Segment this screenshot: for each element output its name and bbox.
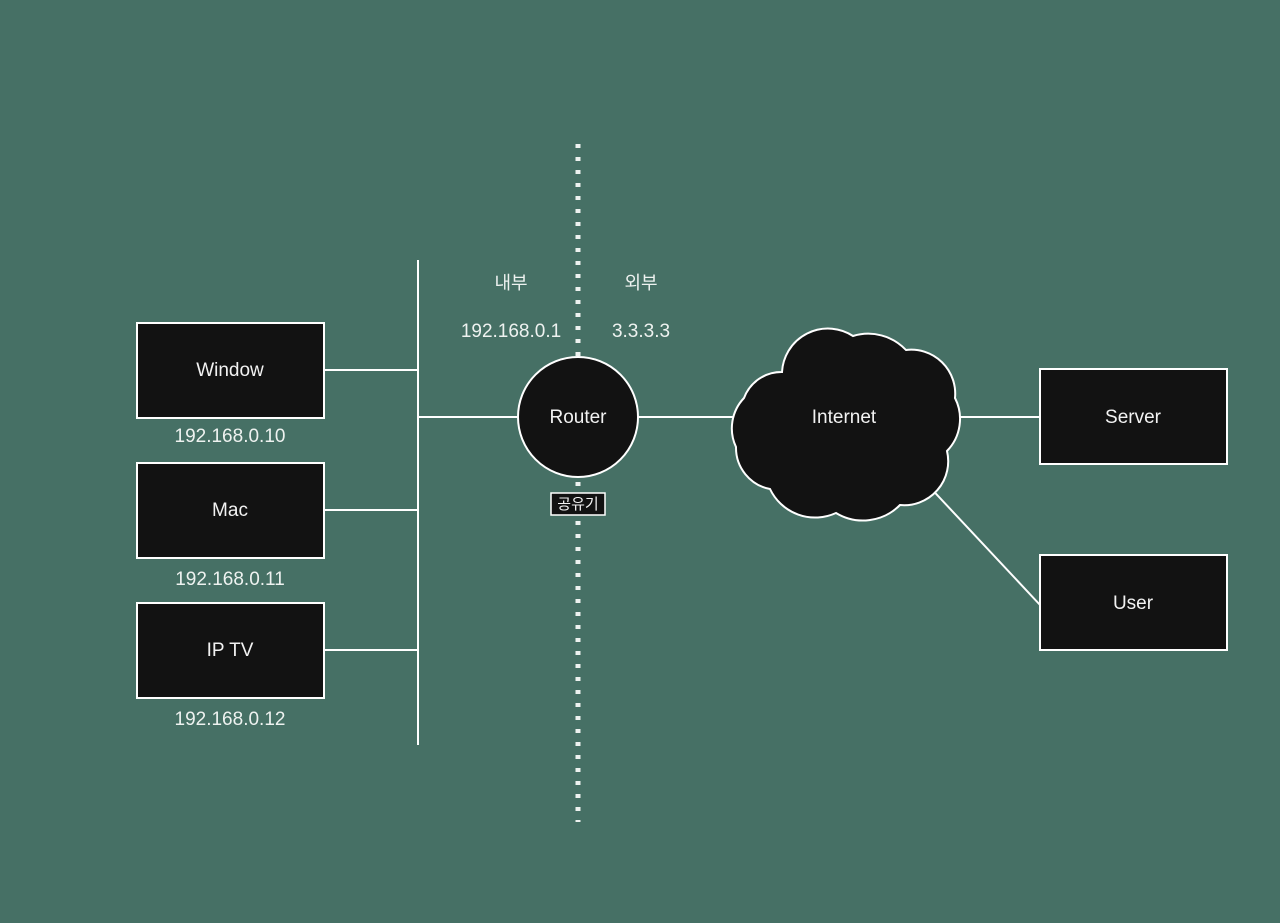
mac-label: Mac bbox=[212, 500, 248, 521]
lan-link-group bbox=[324, 260, 518, 745]
iptv-box[interactable] bbox=[136, 602, 325, 699]
internal-zone-label: 내부 bbox=[494, 273, 527, 293]
zone-label-group: 내부 192.168.0.1 외부 3.3.3.3 bbox=[461, 273, 670, 342]
lan-device-iptv[interactable]: IP TV 192.168.0.12 bbox=[136, 602, 325, 730]
router-badge-label: 공유기 bbox=[557, 496, 598, 513]
server-label: Server bbox=[1105, 407, 1162, 428]
internet-label: Internet bbox=[812, 407, 877, 428]
server-box[interactable] bbox=[1039, 368, 1228, 465]
mac-box[interactable] bbox=[136, 462, 325, 559]
wan-link-group bbox=[638, 416, 1042, 607]
lan-device-window[interactable]: Window 192.168.0.10 bbox=[136, 322, 325, 447]
iptv-label: IP TV bbox=[207, 640, 254, 661]
external-zone-label: 외부 bbox=[624, 273, 657, 293]
router-circle[interactable] bbox=[517, 356, 639, 478]
external-ip-label: 3.3.3.3 bbox=[612, 321, 670, 342]
router-label: Router bbox=[549, 407, 607, 428]
router-node[interactable]: Router 공유기 bbox=[517, 356, 639, 516]
remote-node-server[interactable]: Server bbox=[1039, 368, 1228, 465]
link-internet-to-user bbox=[924, 481, 1042, 607]
window-ip-label: 192.168.0.10 bbox=[175, 426, 286, 447]
iptv-ip-label: 192.168.0.12 bbox=[175, 709, 286, 730]
internet-cloud-shape[interactable] bbox=[730, 327, 962, 522]
remote-node-user[interactable]: User bbox=[1039, 554, 1228, 651]
window-label: Window bbox=[196, 360, 264, 381]
user-box[interactable] bbox=[1039, 554, 1228, 651]
lan-device-mac[interactable]: Mac 192.168.0.11 bbox=[136, 462, 325, 590]
internet-cloud-node[interactable]: Internet bbox=[730, 327, 962, 522]
window-box[interactable] bbox=[136, 322, 325, 419]
internal-ip-label: 192.168.0.1 bbox=[461, 321, 561, 342]
router-badge-box bbox=[550, 492, 606, 516]
user-label: User bbox=[1113, 593, 1154, 614]
mac-ip-label: 192.168.0.11 bbox=[175, 569, 285, 590]
